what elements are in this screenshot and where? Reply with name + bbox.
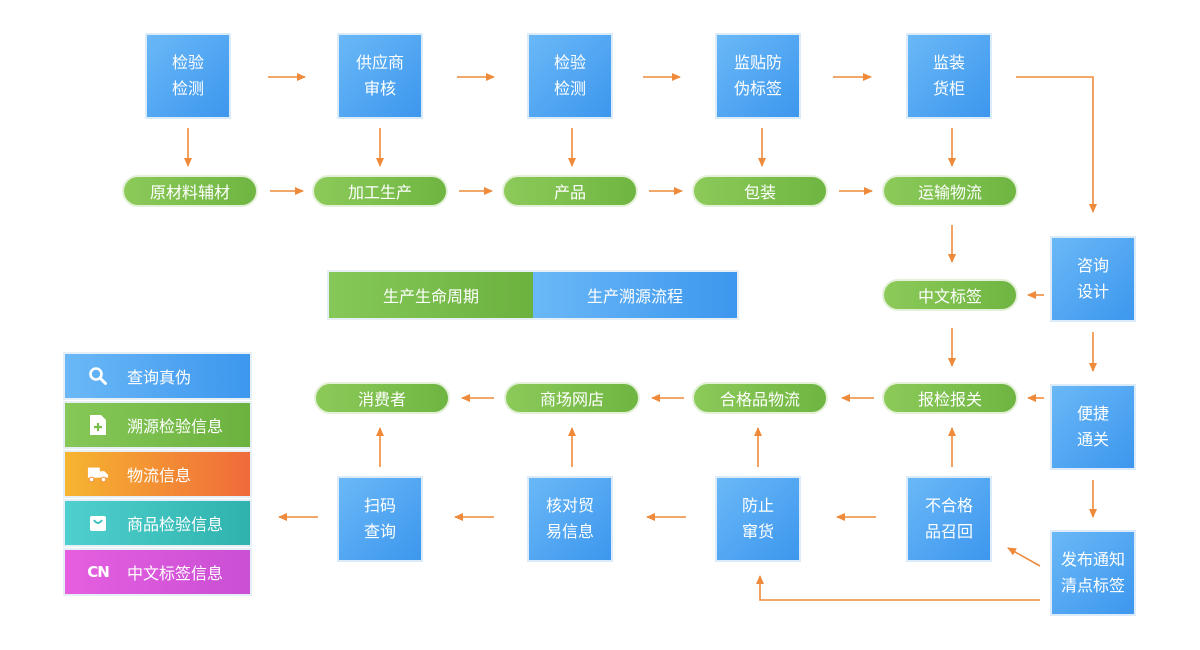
pill-qualified-logistics: 合格品物流 bbox=[692, 382, 828, 414]
side-legend-label: 物流信息 bbox=[127, 466, 192, 485]
side-legend-logistics: 物流信息 bbox=[63, 450, 252, 498]
legend-production-lifecycle: 生产生命周期 bbox=[329, 272, 533, 318]
arrow bbox=[756, 575, 1040, 601]
flow-box-container-loading: 监装 货柜 bbox=[906, 33, 992, 119]
document-plus-icon bbox=[87, 414, 109, 436]
flow-box-recall-nonconforming: 不合格 品召回 bbox=[906, 476, 992, 562]
cn-icon: CN bbox=[87, 563, 110, 581]
side-legend-query-authenticity: 查询真伪 bbox=[63, 352, 252, 400]
flow-box-scan-query: 扫码 查询 bbox=[337, 476, 423, 562]
side-legend-trace-inspection: 溯源检验信息 bbox=[63, 401, 252, 449]
side-legend-label: 中文标签信息 bbox=[127, 564, 224, 583]
side-legend-chinese-label: CN 中文标签信息 bbox=[63, 548, 252, 596]
pill-customs-declaration: 报检报关 bbox=[882, 382, 1018, 414]
arrow bbox=[1016, 76, 1097, 213]
search-icon bbox=[87, 365, 109, 387]
flow-box-prevent-diversion: 防止 窜货 bbox=[715, 476, 801, 562]
pill-processing: 加工生产 bbox=[312, 175, 448, 207]
flow-box-anti-counterfeit-label: 监贴防 伪标签 bbox=[715, 33, 801, 119]
legend-traceability-process: 生产溯源流程 bbox=[533, 272, 737, 318]
flow-box-publish-notice: 发布通知 清点标签 bbox=[1050, 530, 1136, 616]
pill-raw-materials: 原材料辅材 bbox=[122, 175, 258, 207]
arrow bbox=[1007, 547, 1041, 567]
flow-box-supplier-audit: 供应商 审核 bbox=[337, 33, 423, 119]
flow-box-fast-customs: 便捷 通关 bbox=[1050, 384, 1136, 470]
center-legend: 生产生命周期 生产溯源流程 bbox=[327, 270, 739, 320]
side-legend-label: 查询真伪 bbox=[127, 368, 192, 387]
flow-box-inspection-2: 检验 检测 bbox=[527, 33, 613, 119]
flow-box-verify-trade-info: 核对贸 易信息 bbox=[527, 476, 613, 562]
pill-consumer: 消费者 bbox=[314, 382, 450, 414]
shopping-bag-icon bbox=[87, 512, 109, 534]
pill-transport: 运输物流 bbox=[882, 175, 1018, 207]
pill-packaging: 包装 bbox=[692, 175, 828, 207]
pill-product: 产品 bbox=[502, 175, 638, 207]
side-legend-label: 商品检验信息 bbox=[127, 515, 224, 534]
side-legend-goods-inspection: 商品检验信息 bbox=[63, 499, 252, 547]
pill-mall-online-store: 商场网店 bbox=[504, 382, 640, 414]
flow-box-consult-design: 咨询 设计 bbox=[1050, 236, 1136, 322]
flow-box-inspection-1: 检验 检测 bbox=[145, 33, 231, 119]
truck-icon bbox=[87, 463, 109, 485]
side-legend-label: 溯源检验信息 bbox=[127, 417, 224, 436]
pill-chinese-label: 中文标签 bbox=[882, 279, 1018, 311]
